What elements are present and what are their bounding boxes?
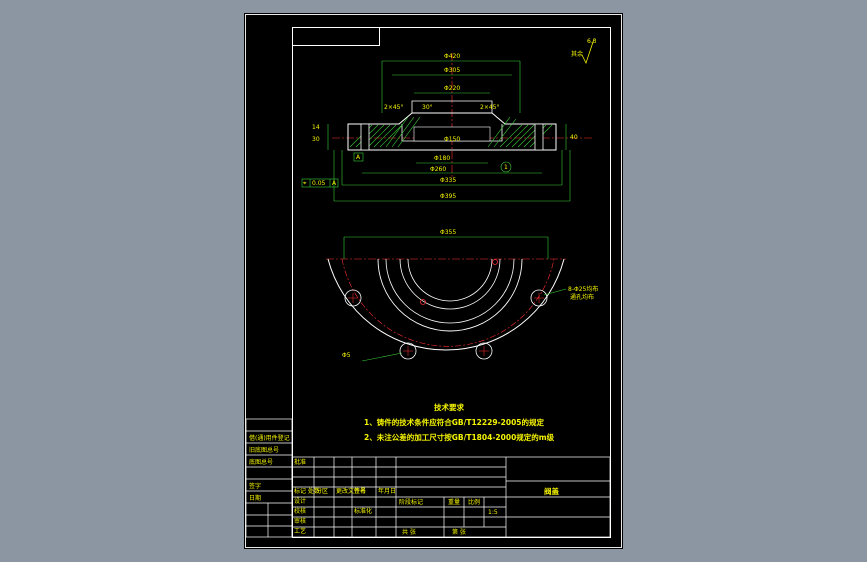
dim-d5: Φ180: [434, 155, 450, 162]
left-cell-2: 旧底图总号: [249, 446, 279, 454]
dim-d6: Φ150: [444, 136, 460, 143]
top-left-box: [292, 27, 380, 46]
dim-d8: Φ355: [440, 229, 456, 236]
roughness-symbol: 其余 6.3: [571, 38, 597, 65]
tech-req-2: 2、未注公差的加工尺寸按GB/T1804-2000规定的m级: [364, 432, 555, 442]
section-view: Φ420 Φ305 Φ220 Φ180 Φ260 Φ335 Φ395 Φ150 …: [301, 53, 594, 202]
svg-text:0.05: 0.05: [312, 180, 326, 187]
tb-r3: 校核: [294, 507, 306, 515]
roughness-value: 6.3: [587, 38, 597, 45]
bolt-holes: 8-Φ25均布: [568, 285, 598, 293]
dim-d7: Φ335: [440, 177, 456, 184]
dim-side2: 30: [312, 136, 320, 143]
tb-c8: 比例: [468, 498, 480, 506]
angle-label: 30°: [422, 104, 433, 111]
gdt-frame: ⌖ 0.05 A: [301, 178, 339, 188]
left-cell-3: 底图总号: [249, 458, 273, 466]
title-block: [291, 456, 611, 538]
dim-d4: Φ260: [430, 166, 446, 173]
tech-req-title: 技术要求: [434, 402, 464, 412]
tb-c6: 阶段标记: [399, 498, 423, 506]
phi-label: Φ5: [342, 352, 351, 359]
tb-c3: 签名: [354, 487, 366, 495]
tb-r4: 审核: [294, 517, 306, 525]
datum-a: A: [353, 152, 364, 162]
left-cell-4: 签字: [249, 482, 261, 490]
dim-d9: Φ395: [440, 193, 456, 200]
tech-requirements: 技术要求 1、铸件的技术条件应符合GB/T12229-2005的规定 2、未注公…: [364, 402, 555, 442]
tb-c2: 更改文件号: [336, 487, 366, 495]
tb-c10: 共 张: [402, 528, 416, 536]
dim-d3: Φ220: [444, 85, 460, 92]
tb-r2: 设计: [294, 497, 306, 505]
cad-drawing: 其余 6.3: [245, 14, 622, 548]
tb-r1: 标记 处数: [294, 487, 320, 495]
drawing-frame: [292, 27, 611, 538]
svg-text:A: A: [332, 180, 337, 187]
roughness-note: 其余: [571, 50, 583, 58]
tech-req-1: 1、铸件的技术条件应符合GB/T12229-2005的规定: [364, 417, 545, 427]
part-balloon: 1: [500, 161, 512, 173]
tb-c11: 第 张: [452, 528, 466, 536]
part-title: 阀盖: [544, 486, 559, 496]
chamfer-2: 2×45°: [480, 104, 499, 111]
left-cell-1: 借(通)用件登记: [249, 434, 290, 442]
bolt-note: 通孔均布: [570, 293, 594, 301]
tb-r6: 批准: [294, 458, 306, 466]
plan-view: Φ355 8-Φ25均布 通孔均布 Φ5: [326, 229, 598, 362]
svg-text:⌖: ⌖: [303, 180, 307, 187]
tb-c9: 1:5: [488, 509, 498, 516]
tb-c7: 重量: [448, 498, 460, 506]
dim-d1: Φ420: [444, 53, 460, 60]
tb-r5: 工艺: [294, 527, 306, 535]
drawing-sheet: 其余 6.3: [244, 13, 623, 549]
dim-side1: 14: [312, 124, 320, 131]
svg-text:A: A: [356, 154, 361, 161]
sheet-border: [245, 14, 622, 548]
dim-right: 40: [570, 134, 578, 141]
tb-c1: 分区: [316, 487, 328, 495]
left-cell-5: 日期: [249, 494, 261, 502]
chamfer-1: 2×45°: [384, 104, 403, 111]
tb-c5: 标准化: [354, 507, 372, 515]
dim-d2: Φ305: [444, 67, 460, 74]
tb-c4: 年月日: [378, 487, 396, 495]
svg-text:1: 1: [504, 164, 508, 171]
